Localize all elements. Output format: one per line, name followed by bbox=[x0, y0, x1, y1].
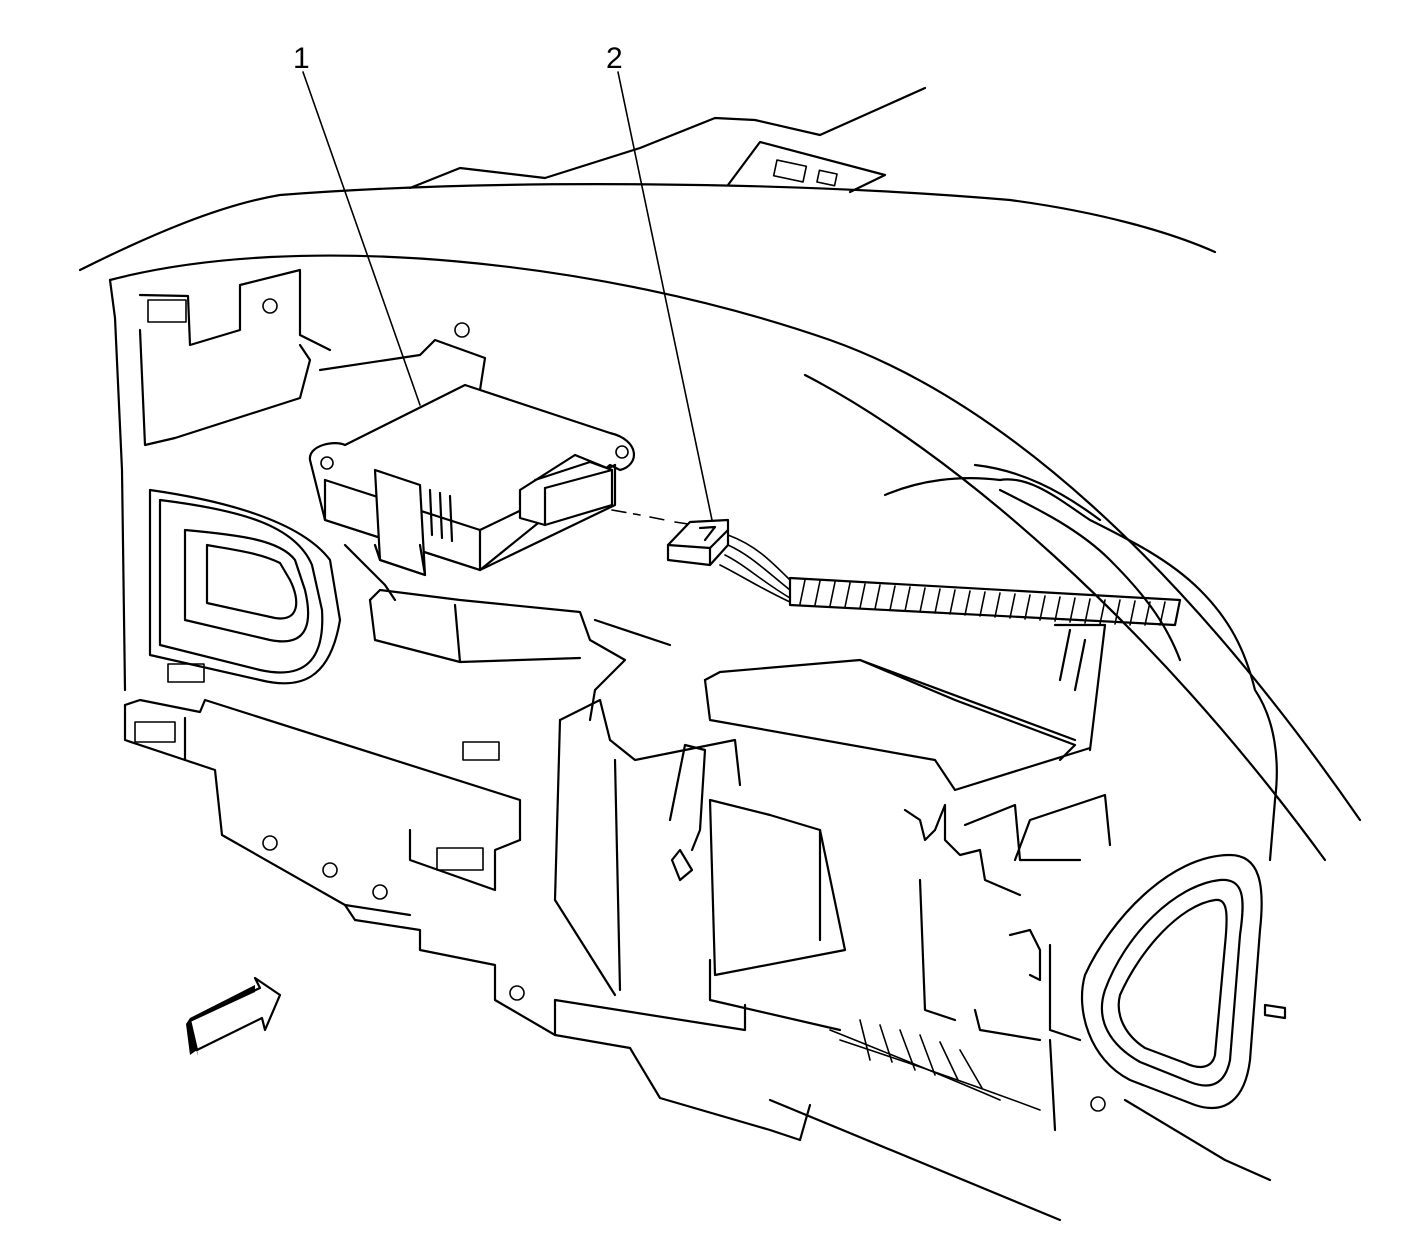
right-air-vent bbox=[1080, 853, 1287, 1182]
view-direction-arrow-icon bbox=[186, 976, 282, 1056]
windshield-outline bbox=[78, 86, 1362, 862]
dash-pad-outline bbox=[883, 463, 1278, 862]
center-stack bbox=[368, 588, 1112, 1132]
callout-2-label: 2 bbox=[606, 42, 623, 75]
callout-1-label: 1 bbox=[293, 42, 310, 75]
wiring-harness-connector bbox=[611, 509, 1182, 627]
inflatable-restraint-module bbox=[308, 383, 636, 602]
dash-left-panel bbox=[108, 268, 1062, 1222]
callout-2-leader bbox=[617, 71, 713, 521]
callout-leaders bbox=[302, 71, 713, 521]
callout-1-leader bbox=[302, 71, 421, 406]
